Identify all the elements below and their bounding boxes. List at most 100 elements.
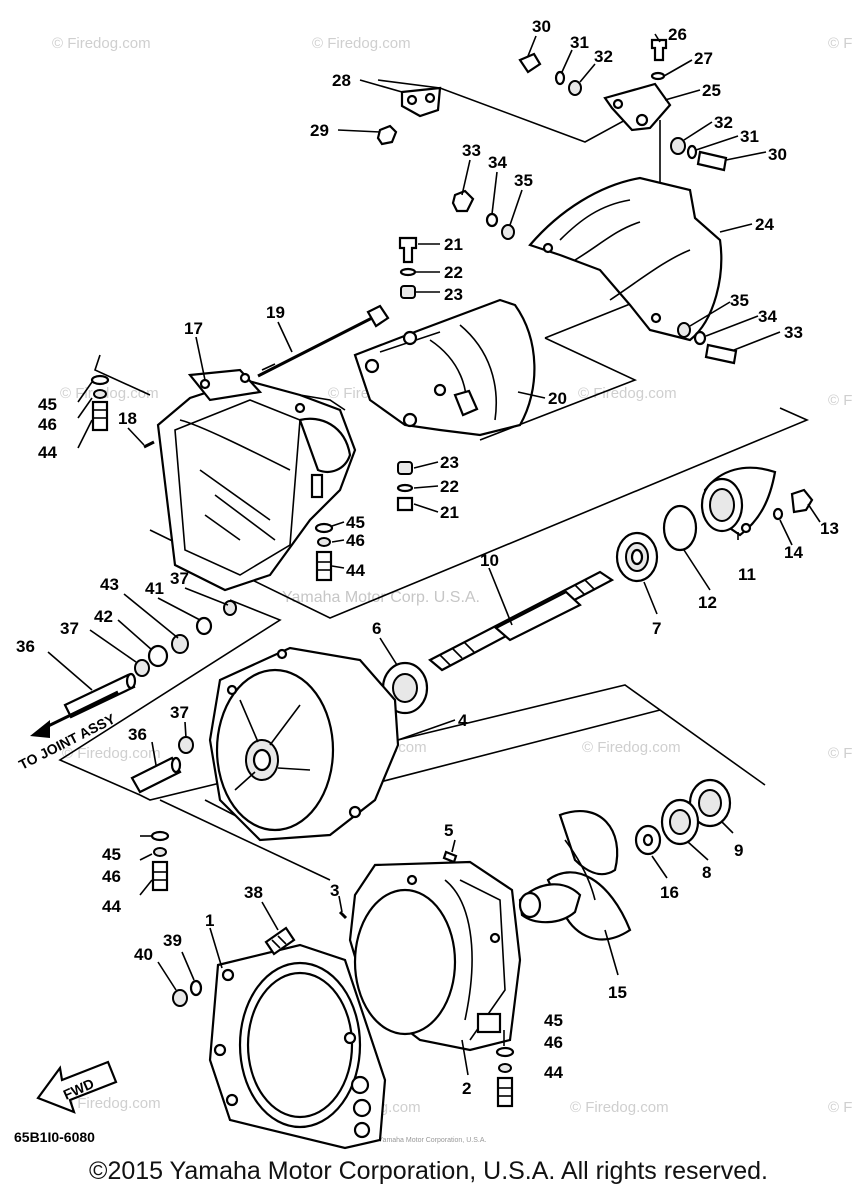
impeller-housing-4	[208, 646, 400, 842]
fastener-stack-center	[314, 522, 334, 582]
washer-34a	[485, 212, 499, 228]
callout-45: 45	[38, 395, 57, 414]
callout-34: 34	[488, 153, 507, 172]
callout-16: 16	[660, 883, 679, 902]
callout-41: 41	[145, 579, 164, 598]
watermark-firedog-partial: © F	[828, 745, 852, 762]
watermark-firedog-partial: © F	[828, 392, 852, 409]
callout-23: 23	[444, 285, 463, 304]
callout-40: 40	[134, 945, 153, 964]
callout-30b: 30	[768, 145, 787, 164]
callout-2: 2	[462, 1079, 471, 1098]
callout-35b: 35	[730, 291, 749, 310]
callout-23b: 23	[440, 453, 459, 472]
callout-25: 25	[702, 81, 721, 100]
washer-34b	[693, 330, 707, 346]
watermark-firedog-partial: © F	[828, 35, 852, 52]
bolt-30a	[518, 52, 542, 74]
pump-housing-17	[156, 368, 357, 592]
callout-33: 33	[462, 141, 481, 160]
fastener-stack-left-top	[90, 374, 110, 432]
callout-12: 12	[698, 593, 717, 612]
callout-10: 10	[480, 551, 499, 570]
callout-46c: 46	[102, 867, 121, 886]
washer-22a	[399, 267, 417, 277]
ring-43	[171, 634, 189, 654]
callout-3: 3	[330, 881, 339, 900]
callout-44d: 44	[544, 1063, 563, 1082]
callout-11: 11	[738, 565, 756, 584]
watermark-firedog: © Firedog.com	[578, 385, 677, 402]
callout-labels: 30 31 32 28 29 26 27 25 32 31 30 33 34 3…	[16, 17, 839, 1098]
clamp-37b	[223, 600, 237, 616]
callout-14: 14	[784, 543, 803, 562]
fitting-42	[147, 644, 169, 668]
callout-20: 20	[548, 389, 567, 408]
callout-44: 44	[38, 443, 57, 462]
callout-7: 7	[652, 619, 661, 638]
pin-5	[442, 850, 458, 864]
fastener-group-top	[518, 52, 728, 172]
callout-15: 15	[608, 983, 627, 1002]
callout-8: 8	[702, 863, 711, 882]
washer-31b	[686, 144, 698, 160]
callout-30: 30	[532, 17, 551, 36]
clamp-37	[134, 659, 150, 677]
callout-37b: 37	[60, 619, 79, 638]
callout-29: 29	[310, 121, 329, 140]
callout-46: 46	[38, 415, 57, 434]
callout-5: 5	[444, 821, 453, 840]
callout-36: 36	[16, 637, 35, 656]
bolt-29	[376, 124, 398, 146]
callout-46d: 46	[544, 1033, 563, 1052]
watermark-firedog: © Firedog.com	[570, 1099, 669, 1116]
nut-40	[172, 989, 188, 1007]
callout-45b: 45	[346, 513, 365, 532]
callout-45c: 45	[102, 845, 121, 864]
cover-24	[528, 176, 723, 342]
copyright-footer: ©2015 Yamaha Motor Corporation, U.S.A. A…	[89, 1157, 768, 1185]
callout-21: 21	[444, 235, 463, 254]
cap-11	[700, 466, 814, 537]
washer-27	[650, 71, 666, 81]
shaft-10	[428, 570, 615, 672]
callout-37: 37	[170, 569, 189, 588]
callout-1: 1	[205, 911, 214, 930]
callout-32b: 32	[714, 113, 733, 132]
callout-36b: 36	[128, 725, 147, 744]
intake-duct-20	[353, 298, 536, 437]
callout-17: 17	[184, 319, 203, 338]
washer-31a	[554, 70, 566, 86]
callout-9: 9	[734, 841, 743, 860]
bearing-8	[660, 798, 700, 846]
bolt-21b	[396, 496, 414, 512]
bolt-33a	[451, 189, 475, 213]
callout-27: 27	[694, 49, 713, 68]
nut-23a	[400, 285, 416, 299]
watermark-firedog: © Firedog.com	[52, 35, 151, 52]
to-joint-arrow	[30, 690, 119, 738]
callout-38: 38	[244, 883, 263, 902]
callout-43: 43	[100, 575, 119, 594]
bearing-9	[688, 778, 732, 828]
callout-33b: 33	[784, 323, 803, 342]
bolt-30b	[696, 150, 728, 172]
callout-26: 26	[668, 25, 687, 44]
nut-35a	[501, 224, 515, 240]
o-ring-12	[662, 504, 698, 552]
callout-21b: 21	[440, 503, 459, 522]
fastener-group-duct	[396, 236, 418, 512]
callout-37c: 37	[170, 703, 189, 722]
bolt-33b	[704, 343, 738, 365]
callout-22b: 22	[440, 477, 459, 496]
bolt-13	[790, 488, 814, 514]
callout-35: 35	[514, 171, 533, 190]
callout-28: 28	[332, 71, 351, 90]
bearing-7	[615, 531, 659, 583]
watermark-firedog-partial: © F	[828, 1099, 852, 1116]
nozzle-housing-2	[348, 860, 522, 1052]
callout-34b: 34	[758, 307, 777, 326]
hose-36	[63, 672, 137, 719]
watermark-firedog: © Firedog.com	[60, 385, 159, 402]
